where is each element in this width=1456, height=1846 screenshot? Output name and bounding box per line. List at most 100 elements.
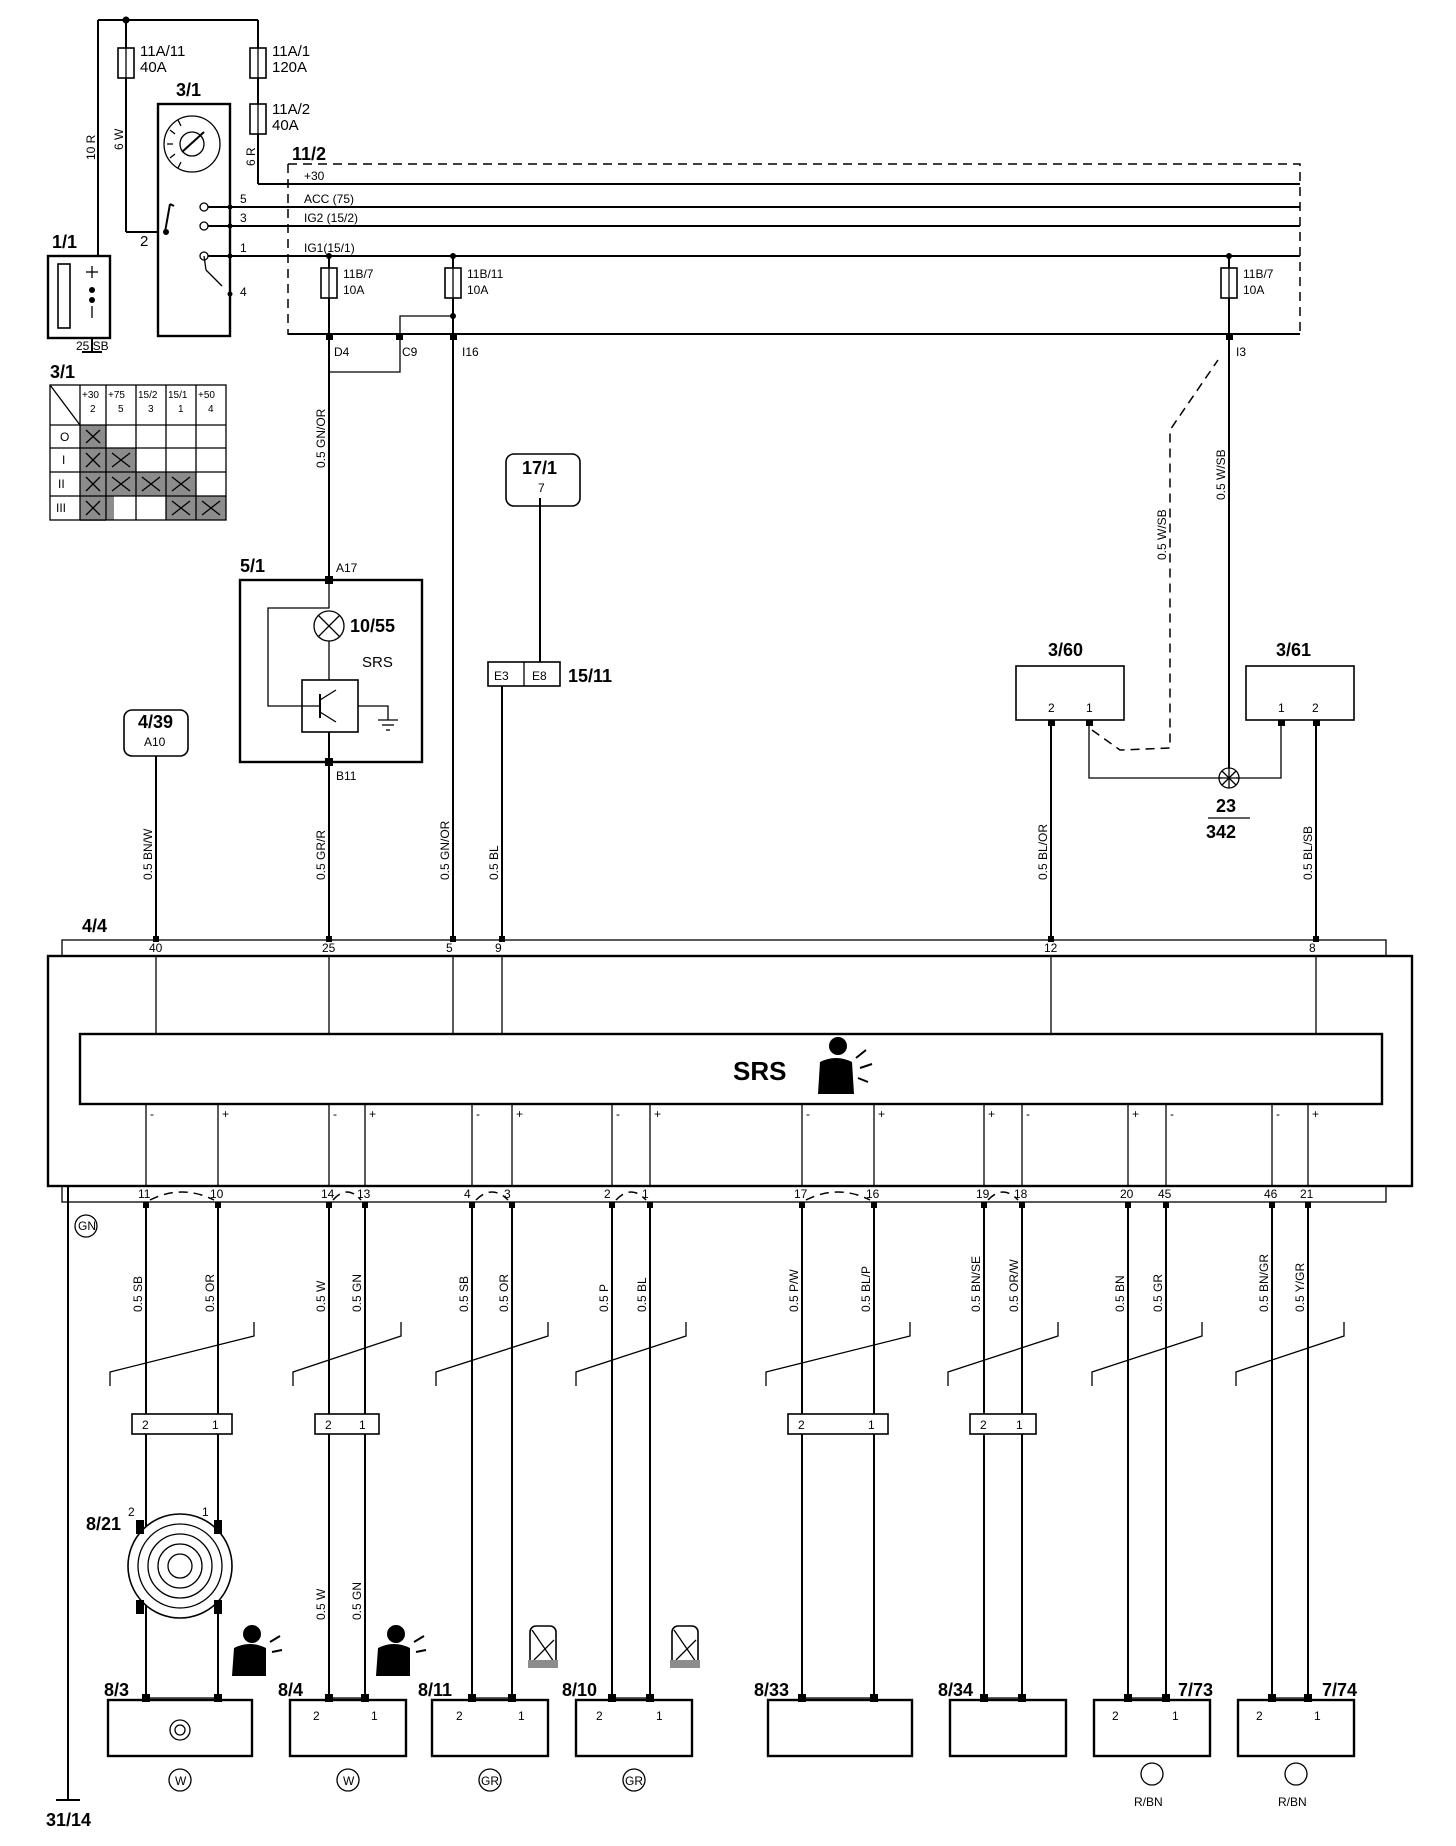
srs-bottom-pin-mark [469, 1202, 475, 1208]
wire-label-bnw: 0.5 BN/W [141, 828, 155, 880]
component-pin-2: 2 [456, 1709, 463, 1723]
switch-pin-5: 5 [240, 192, 247, 206]
warning-text: SRS [362, 654, 393, 671]
pin-a17: A17 [336, 561, 358, 575]
conn-3-61-label: 3/61 [1276, 640, 1311, 660]
srs-bottom-pin-mark [326, 1202, 332, 1208]
wire-label-blor: 0.5 BL/OR [1036, 824, 1050, 880]
ign-sub-5: 4 [208, 404, 214, 415]
component-pin-1: 1 [1172, 1709, 1179, 1723]
srs-top-pin-4: 12 [1044, 941, 1058, 955]
wire-label-bottom-5: 0.5 OR [497, 1274, 511, 1312]
inline-pin-a: 2 [325, 1418, 332, 1432]
diag-socket-pin: A10 [144, 735, 166, 749]
ground-31-14: 31/14 [46, 1186, 91, 1830]
wire-label-bottom-4: 0.5 SB [457, 1276, 471, 1312]
srs-bottom-pin-13: 45 [1158, 1187, 1172, 1201]
pin-i3: I3 [1236, 345, 1246, 359]
wire-label-bottom-8: 0.5 P/W [787, 1269, 801, 1312]
combi-label: 5/1 [240, 556, 265, 576]
bus-30: +30 [304, 169, 325, 183]
srs-module-label: 4/4 [82, 916, 107, 936]
srs-pol-12: + [1132, 1107, 1139, 1121]
marker-w-1: W [175, 1774, 187, 1788]
inline-pin-a: 2 [142, 1418, 149, 1432]
twisted-pair-mark [575, 1322, 687, 1386]
marker-gr-1: GR [481, 1774, 499, 1788]
component-pin-2: 2 [596, 1709, 603, 1723]
ign-row-0: O [60, 430, 69, 444]
inline-connector [787, 1413, 889, 1435]
srs-bottom-pin-mark [1163, 1202, 1169, 1208]
fuse-11b-7b-id: 11B/7 [1243, 267, 1274, 281]
comp-7-73-label: 7/73 [1178, 1680, 1213, 1700]
srs-bottom-pin-mark [981, 1202, 987, 1208]
ign-switch-label: 3/1 [176, 80, 201, 100]
comp-8-34-label: 8/34 [938, 1680, 973, 1700]
switch-outputs: 5 3 1 4 2 [140, 192, 1300, 299]
fuse-11b-7-rating: 10A [343, 283, 364, 297]
battery-label: 1/1 [52, 232, 77, 252]
wire-label-10r: 10 R [84, 134, 98, 160]
module-15-11-label: 15/11 [568, 666, 612, 686]
reel-pin-1: 1 [202, 1505, 209, 1519]
fuse-11a-2-id: 11A/2 [272, 101, 310, 118]
srs-bottom-pin-mark [143, 1202, 149, 1208]
shorting-bar [987, 1191, 1019, 1201]
ign-sub-4: 1 [178, 404, 184, 415]
component-pin-1: 1 [518, 1709, 525, 1723]
srs-pol-8: - [806, 1107, 810, 1121]
connector-3-61: 3/61 1 2 0.5 BL/SB [1236, 640, 1355, 940]
ign-sub-3: 3 [148, 404, 154, 415]
inline-pin-b: 1 [868, 1418, 875, 1432]
marker-rbn-2: R/BN [1278, 1795, 1307, 1809]
airbag-icon-driver [232, 1625, 283, 1676]
srs-top-pin-5: 8 [1309, 941, 1316, 955]
data-link-pin: 7 [538, 481, 545, 495]
pin-b11: B11 [336, 769, 357, 783]
wire-label-bottom-2: 0.5 W [314, 1280, 328, 1312]
srs-pol-4: - [476, 1107, 480, 1121]
central-box-11-2: 11/2 +30 ACC (75) IG2 (15/2) IG1(15/1) 1… [287, 144, 1301, 373]
airbag-icon-passenger [376, 1625, 427, 1676]
srs-top-pin-3: 9 [495, 941, 502, 955]
twisted-pair-mark [1091, 1322, 1203, 1386]
inline-pin-a: 2 [798, 1418, 805, 1432]
srs-bottom-pin-11: 18 [1014, 1187, 1028, 1201]
pin-i16: I16 [462, 345, 479, 359]
marker-gr-2: GR [625, 1774, 643, 1788]
wire-label-gnor-1: 0.5 GN/OR [314, 408, 328, 468]
srs-pol-9: + [878, 1107, 885, 1121]
srs-top-pin-2: 5 [446, 941, 453, 955]
twisted-pair-mark [1235, 1322, 1345, 1386]
warning-lamp-label: 10/55 [350, 616, 395, 636]
srs-pol-0: - [150, 1107, 154, 1121]
srs-title: SRS [733, 1056, 786, 1086]
ign-col-5: +50 [198, 390, 215, 401]
fuse-11a-2: 11A/2 40A [249, 101, 310, 135]
shorting-bar [615, 1191, 647, 1201]
switch-pin-4: 4 [240, 285, 247, 299]
wire-label-gn-2: 0.5 GN [350, 1582, 364, 1620]
component-pin-2: 2 [1112, 1709, 1119, 1723]
srs-pol-13: - [1170, 1107, 1174, 1121]
srs-bottom-pin-8: 17 [794, 1187, 808, 1201]
marker-rbn-1: R/BN [1134, 1795, 1163, 1809]
srs-top-pin-mark [1048, 936, 1054, 942]
component-pin-2: 2 [1256, 1709, 1263, 1723]
wire-label-wsb-dashed: 0.5 W/SB [1155, 509, 1169, 560]
srs-top-pin-mark [450, 936, 456, 942]
srs-bottom-pins: -11+10-14+13-4+3-2+1-17+16+19-18+20-45-4… [138, 1104, 1319, 1208]
ign-col-2: +75 [108, 390, 125, 401]
srs-bottom-pin-1: 10 [210, 1187, 224, 1201]
fuse-11b-11-id: 11B/11 [467, 267, 504, 281]
srs-bottom-pin-0: 11 [138, 1187, 151, 1201]
pin-e3: E3 [494, 669, 509, 683]
srs-pol-1: + [222, 1107, 229, 1121]
seatbelt-pretensioner-icon-1 [528, 1625, 558, 1668]
srs-top-pin-mark [326, 936, 332, 942]
wire-label-bottom-3: 0.5 GN [350, 1274, 364, 1312]
comp-8-33-label: 8/33 [754, 1680, 789, 1700]
